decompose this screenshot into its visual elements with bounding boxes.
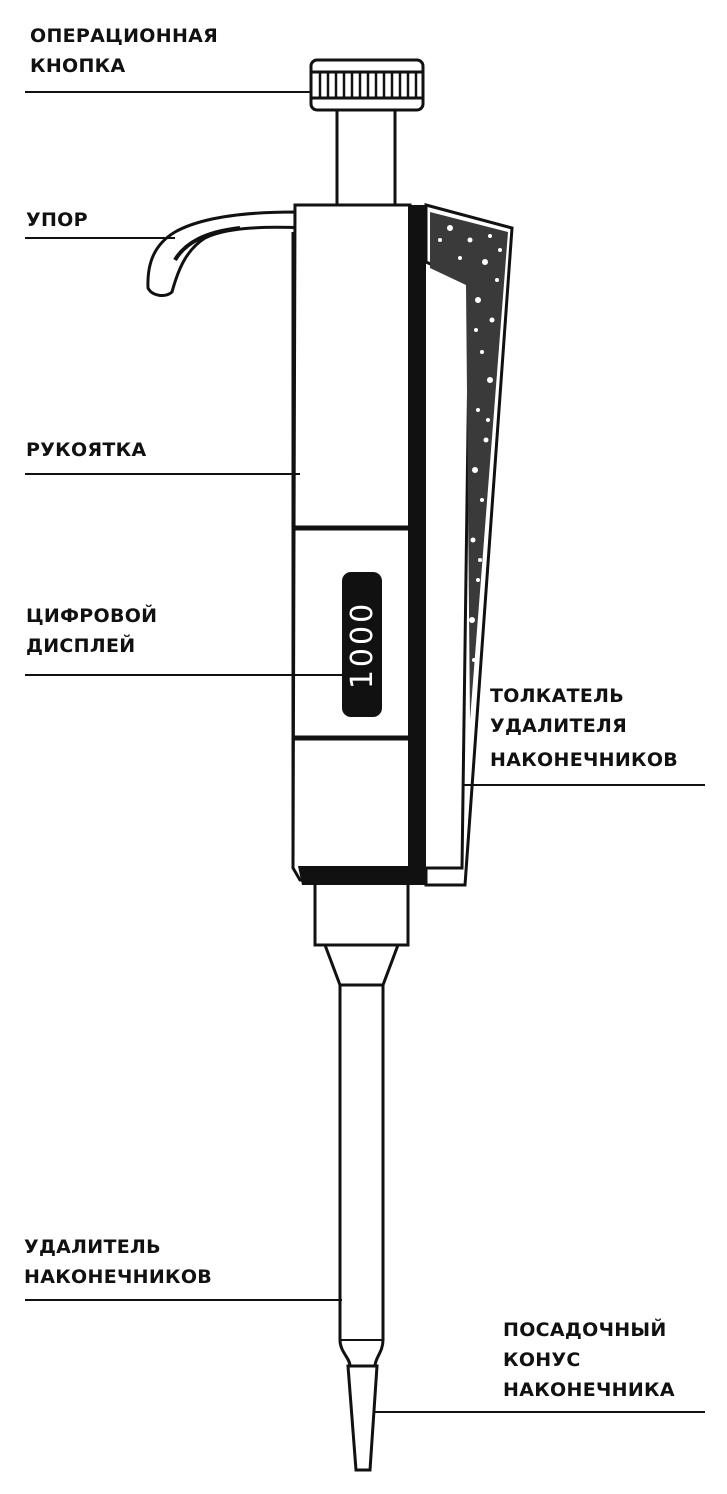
plunger-rod [335, 110, 397, 210]
svg-text:ОПЕРАЦИОННАЯ: ОПЕРАЦИОННАЯ [30, 25, 218, 47]
svg-text:УДАЛИТЕЛЯ: УДАЛИТЕЛЯ [490, 715, 627, 737]
svg-text:КНОПКА: КНОПКА [30, 55, 126, 77]
label-operating-button: ОПЕРАЦИОННАЯ КНОПКА [30, 25, 218, 77]
svg-text:УПОР: УПОР [26, 209, 88, 231]
svg-text:КОНУС: КОНУС [503, 1349, 581, 1371]
label-tip-cone: ПОСАДОЧНЫЙ КОНУС НАКОНЕЧНИКА [503, 1318, 675, 1401]
label-digital-display: ЦИФРОВОЙ ДИСПЛЕЙ [26, 604, 157, 657]
svg-text:НАКОНЕЧНИКОВ: НАКОНЕЧНИКОВ [24, 1266, 212, 1288]
svg-text:НАКОНЕЧНИКА: НАКОНЕЧНИКА [503, 1379, 675, 1401]
digital-display-window: 1000 [342, 572, 382, 717]
display-value: 1000 [345, 601, 380, 689]
svg-text:НАКОНЕЧНИКОВ: НАКОНЕЧНИКОВ [490, 749, 678, 771]
tip-ejector-button-shape [424, 203, 514, 887]
label-tip-ejector: УДАЛИТЕЛЬ НАКОНЕЧНИКОВ [24, 1236, 212, 1288]
svg-text:ЦИФРОВОЙ: ЦИФРОВОЙ [26, 604, 157, 627]
pipette-illustration: 1000 [146, 58, 514, 1472]
label-stop: УПОР [26, 209, 88, 231]
lower-collar [313, 885, 410, 987]
leader-lines [25, 91, 705, 1413]
label-handle: РУКОЯТКА [26, 439, 146, 461]
svg-text:ТОЛКАТЕЛЬ: ТОЛКАТЕЛЬ [490, 685, 624, 707]
svg-text:УДАЛИТЕЛЬ: УДАЛИТЕЛЬ [24, 1236, 161, 1258]
svg-text:РУКОЯТКА: РУКОЯТКА [26, 439, 146, 461]
svg-text:ДИСПЛЕЙ: ДИСПЛЕЙ [26, 634, 135, 657]
svg-text:ПОСАДОЧНЫЙ: ПОСАДОЧНЫЙ [503, 1318, 667, 1341]
handle-body [291, 203, 428, 885]
label-tip-ejector-button: ТОЛКАТЕЛЬ УДАЛИТЕЛЯ НАКОНЕЧНИКОВ [490, 685, 678, 771]
operating-button-shape [309, 58, 425, 112]
finger-stop-shape [146, 210, 308, 297]
tip-ejector-shaft [338, 985, 385, 1367]
tip-cone-shape [346, 1364, 379, 1472]
